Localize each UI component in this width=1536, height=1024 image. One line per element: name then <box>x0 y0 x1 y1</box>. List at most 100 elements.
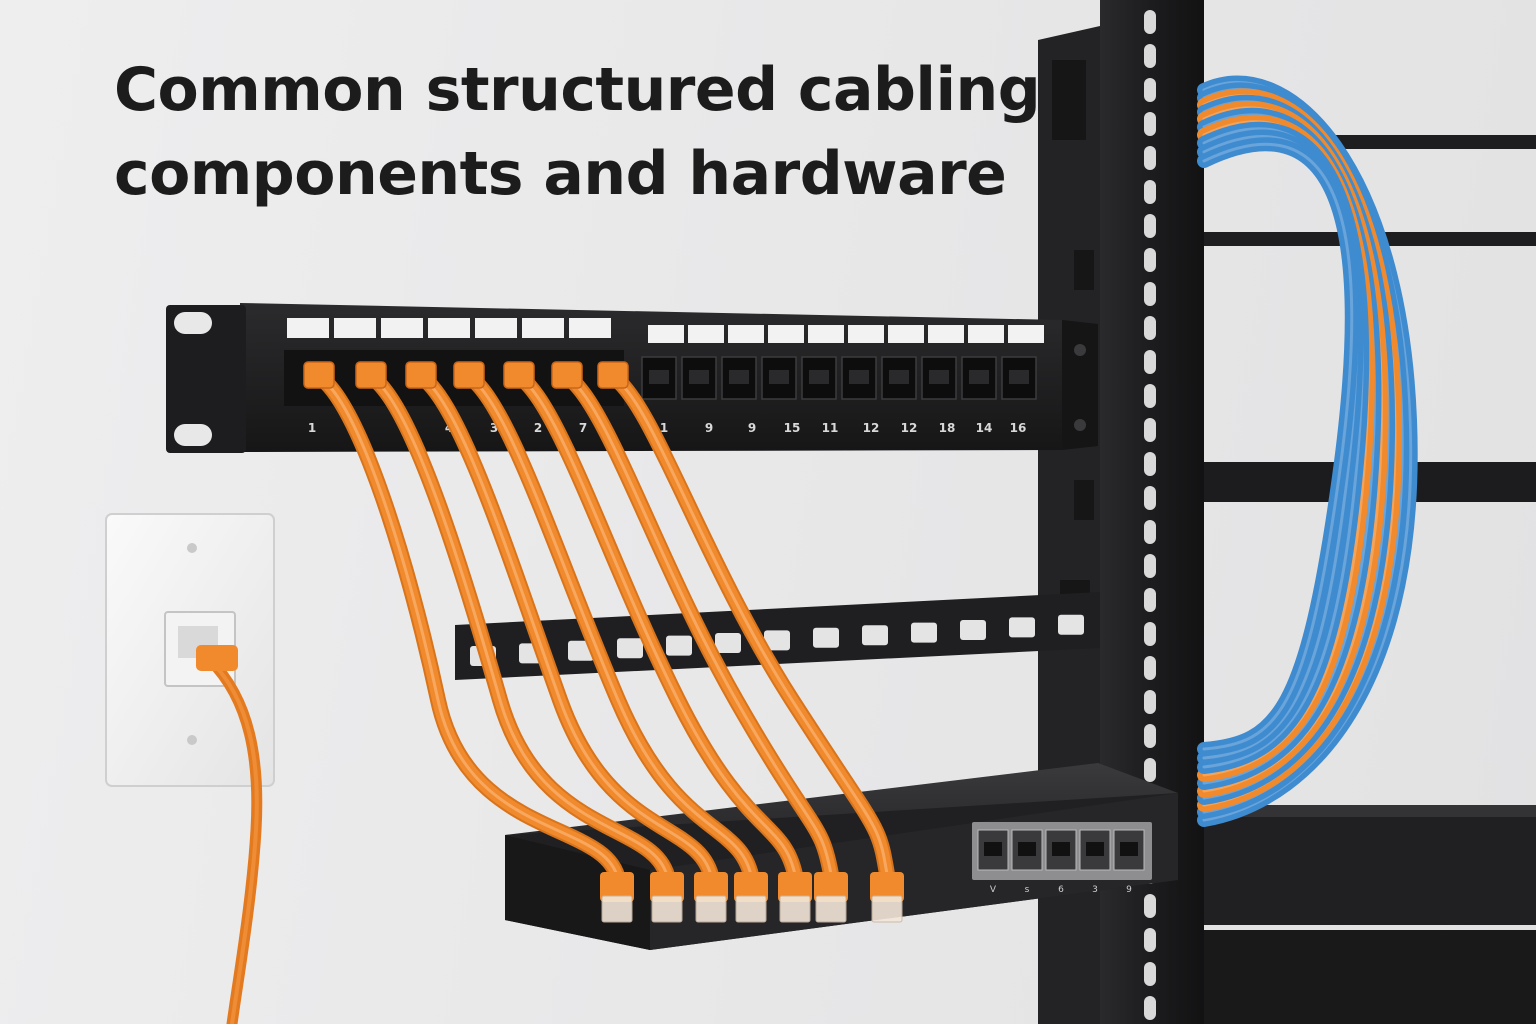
panel-jack-opening <box>649 370 669 384</box>
cable-manager-bar <box>455 592 1100 680</box>
wall-plate <box>105 513 275 787</box>
patch-cord-boot <box>734 872 768 902</box>
patch-cord-boot <box>600 872 634 902</box>
label-strip <box>287 318 329 338</box>
rj45-plug <box>871 895 903 923</box>
switch-jack-opening <box>1086 842 1104 856</box>
panel-port-number: 12 <box>863 421 880 435</box>
rack-slot <box>1144 520 1156 544</box>
rj45-plug <box>695 895 727 923</box>
panel-jack-opening <box>1009 370 1029 384</box>
panel-jack-opening <box>929 370 949 384</box>
label-strip <box>1008 325 1044 343</box>
rj45-plug <box>815 895 847 923</box>
panel-port-number: 3 <box>490 421 498 435</box>
label-strip <box>888 325 924 343</box>
manager-slot <box>960 620 986 640</box>
panel-port-number: 2 <box>534 421 542 435</box>
rack-slot <box>1144 384 1156 408</box>
patch-cord-boot <box>814 872 848 902</box>
switch-port-number: s <box>1025 885 1030 895</box>
label-strip <box>648 325 684 343</box>
switch-port-number: 3 <box>1092 885 1098 895</box>
rack-slot <box>1144 214 1156 238</box>
manager-slot <box>862 625 888 646</box>
label-strip <box>475 318 517 338</box>
cable-loop <box>1197 75 1418 827</box>
panel-port-number: 15 <box>784 421 801 435</box>
rack-slot <box>1144 248 1156 272</box>
label-strip <box>968 325 1004 343</box>
label-strip <box>768 325 804 343</box>
switch-port-number: 9 <box>1126 885 1132 895</box>
patch-cord-highlight <box>316 374 620 882</box>
manager-slot <box>764 630 790 651</box>
patch-cord-highlight <box>516 374 798 882</box>
rack-slot <box>1144 962 1156 986</box>
rack-slot <box>1144 996 1156 1020</box>
switch-port-number: V <box>990 885 997 895</box>
panel-jack-opening <box>889 370 909 384</box>
patch-cord-boot <box>503 361 535 389</box>
label-strip <box>928 325 964 343</box>
patch-cord-boot <box>303 361 335 389</box>
patch-cord-boot <box>355 361 387 389</box>
patch-cord-highlight <box>564 374 834 882</box>
label-strip <box>848 325 884 343</box>
loop-cable <box>1197 137 1359 756</box>
rj45-plug <box>779 895 811 923</box>
rack-slot <box>1144 180 1156 204</box>
switch-jack-opening <box>1018 842 1036 856</box>
manager-slot <box>617 638 643 659</box>
rack-slot <box>1144 690 1156 714</box>
rack-slot <box>1144 78 1156 102</box>
loop-cable-highlight <box>1202 142 1354 751</box>
rack-slot <box>1144 928 1156 952</box>
rj45-plug <box>735 895 767 923</box>
rack-slot <box>1144 44 1156 68</box>
panel-port-number: 11 <box>822 421 839 435</box>
manager-slot <box>911 622 937 643</box>
patch-cord-boot <box>597 361 629 389</box>
patch-cord-highlight <box>610 374 890 882</box>
label-strip <box>381 318 423 338</box>
switch-jack-opening <box>984 842 1002 856</box>
panel-port-number: 12 <box>901 421 918 435</box>
switch-port-number: 6 <box>1058 885 1064 895</box>
manager-slot <box>666 635 692 656</box>
wall-plate-cable <box>196 645 263 1024</box>
panel-port-number: 9 <box>748 421 756 435</box>
rj45-plug <box>601 895 633 923</box>
rj45-plug <box>651 895 683 923</box>
switch-jack <box>1045 829 1077 871</box>
rack-slot <box>1144 452 1156 476</box>
title-line-2: components and hardware <box>114 139 1007 209</box>
label-strip <box>334 318 376 338</box>
rack-slot <box>1144 486 1156 510</box>
rack-slot <box>1144 146 1156 170</box>
rack-slot <box>1144 894 1156 918</box>
rack-slot <box>1144 350 1156 374</box>
manager-slot <box>813 627 839 648</box>
switch-jack-opening <box>1120 842 1138 856</box>
label-strip <box>522 318 564 338</box>
manager-slot <box>715 633 741 653</box>
panel-port-number: 18 <box>939 421 956 435</box>
patch-cord-boot <box>694 872 728 902</box>
rack-slot <box>1144 418 1156 442</box>
patch-cord-boot <box>650 872 684 902</box>
label-strip <box>428 318 470 338</box>
rack-slot <box>1144 656 1156 680</box>
rack-slot <box>1144 588 1156 612</box>
rack-slot <box>1144 758 1156 782</box>
panel-port-number: 1 <box>308 421 316 435</box>
panel-jack-opening <box>969 370 989 384</box>
rack-slot <box>1144 724 1156 748</box>
panel-port-number: 7 <box>579 421 587 435</box>
patch-cord-boot <box>551 361 583 389</box>
label-strip <box>728 325 764 343</box>
rack-slot <box>1144 622 1156 646</box>
patch-cord-highlight <box>368 374 670 882</box>
